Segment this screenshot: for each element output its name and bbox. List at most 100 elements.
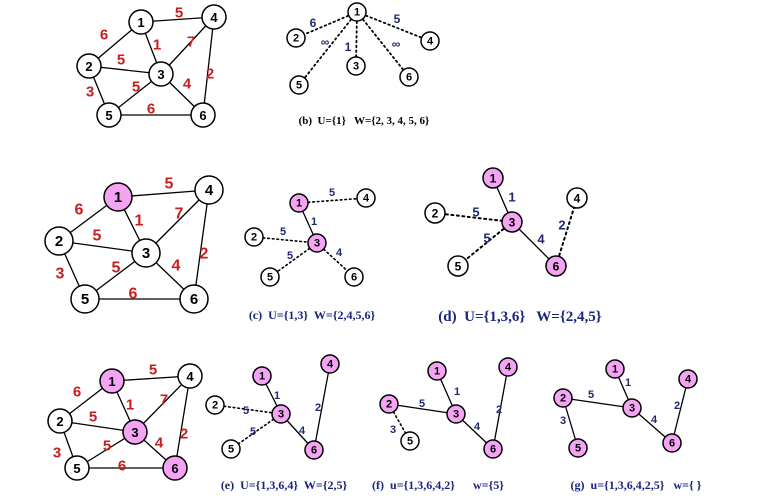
edge-1-4 (117, 189, 210, 198)
node-label-4: 4 (210, 10, 218, 25)
node-label-3: 3 (314, 238, 320, 250)
node-6 (179, 284, 209, 314)
edge-2-3 (214, 404, 282, 415)
edge-2-3 (434, 212, 513, 223)
node-3-selected (122, 419, 148, 445)
edge-weight-1-4: 5 (149, 362, 157, 379)
node-label-4: 4 (427, 36, 434, 48)
node-label-5: 5 (575, 443, 581, 455)
node-label-3: 3 (629, 403, 635, 415)
node-5 (221, 439, 241, 459)
edge-weight-2-3: 5 (89, 409, 97, 426)
edge-weight-2-3: 5 (472, 205, 479, 220)
node-2 (47, 408, 73, 434)
edge-4-6 (193, 189, 210, 300)
edge-1-4 (356, 11, 431, 42)
node-label-6: 6 (669, 438, 675, 450)
caption-f: (f) u={1,3,6,4,2} w={5} (372, 478, 504, 492)
node-6 (344, 267, 364, 287)
node-1-selected (99, 368, 125, 394)
edge-weight-2-5: 3 (56, 266, 65, 283)
edge-weight-1-3: 1 (508, 190, 515, 205)
edge-weight-3-4: 7 (175, 206, 184, 223)
node-6-selected (545, 255, 567, 277)
node-label-6: 6 (171, 461, 178, 476)
edge-weight-3-5: 5 (287, 250, 293, 262)
node-label-6: 6 (553, 260, 560, 274)
node-label-2: 2 (432, 207, 439, 221)
node-6-selected (162, 455, 188, 481)
edge-1-4 (111, 375, 191, 382)
node-5 (447, 255, 469, 277)
node-2 (424, 202, 446, 224)
node-3 (131, 238, 161, 268)
node-5-selected (568, 438, 588, 458)
edge-weight-2-3: 5 (419, 398, 425, 410)
node-2 (205, 395, 225, 415)
edge-3-4 (145, 189, 210, 254)
node-label-4: 4 (363, 193, 370, 205)
node-label-5: 5 (228, 444, 234, 456)
edge-weight-6-4: 2 (558, 218, 565, 233)
node-label-1: 1 (137, 15, 144, 30)
node-label-5: 5 (81, 291, 89, 308)
node-3-selected (271, 404, 291, 424)
node-4 (566, 187, 588, 209)
edge-1-2 (295, 11, 358, 39)
node-2 (286, 28, 306, 48)
edge-weight-5-6: 6 (147, 101, 155, 118)
edge-weight-3-6: 4 (336, 247, 343, 259)
node-label-3: 3 (142, 245, 150, 262)
node-3-selected (501, 211, 523, 233)
caption-b: (b) U={1} W={2, 3, 4, 5, 6} (299, 115, 430, 127)
edge-weight-2-3: 5 (280, 226, 286, 238)
edge-weight-1-3: 1 (126, 397, 134, 414)
edge-weight-1-3: 1 (311, 216, 317, 228)
edge-weight-3-5: 5 (103, 438, 111, 455)
edge-weight-1-5: ∞ (321, 35, 330, 49)
node-5 (260, 267, 280, 287)
node-4 (356, 188, 376, 208)
edge-weight-1-2: 6 (100, 27, 108, 44)
node-6-selected (483, 439, 503, 459)
edge-6-4 (555, 197, 578, 267)
node-1 (347, 2, 367, 22)
edge-weight-3-4: 7 (160, 392, 168, 409)
node-label-4: 4 (205, 182, 214, 199)
edge-weight-1-3: 1 (274, 390, 280, 402)
edge-2-3 (562, 397, 633, 409)
node-label-2: 2 (293, 33, 299, 45)
edge-weight-3-6: 4 (474, 421, 481, 433)
edge-weight-2-3: 5 (243, 405, 249, 417)
node-label-5: 5 (455, 260, 462, 274)
caption-d: (d) U={1,3,6} W={2,4,5} (438, 309, 601, 325)
node-5 (289, 75, 309, 95)
edge-weight-3-6: 4 (183, 76, 192, 93)
edge-weight-3-6: 4 (651, 414, 658, 426)
edge-weight-2-3: 5 (117, 52, 125, 69)
edge-weight-6-4: 2 (315, 402, 321, 414)
node-label-3: 3 (353, 61, 359, 73)
node-label-1: 1 (490, 172, 497, 186)
node-label-6: 6 (490, 444, 496, 456)
node-label-2: 2 (386, 399, 392, 411)
node-1-selected (252, 366, 272, 386)
edge-weight-1-2: 6 (73, 384, 81, 401)
edge-weight-2-3: 5 (588, 389, 594, 401)
edge-weight-3-6: 4 (537, 232, 545, 247)
node-3-selected (446, 404, 466, 424)
node-label-5: 5 (73, 461, 80, 476)
edge-weight-3-5: 5 (112, 260, 121, 277)
node-4-selected (498, 357, 518, 377)
edge-weight-1-2: 6 (310, 16, 317, 30)
node-label-2: 2 (85, 59, 92, 74)
node-label-5: 5 (267, 272, 273, 284)
edge-2-3 (253, 236, 318, 244)
